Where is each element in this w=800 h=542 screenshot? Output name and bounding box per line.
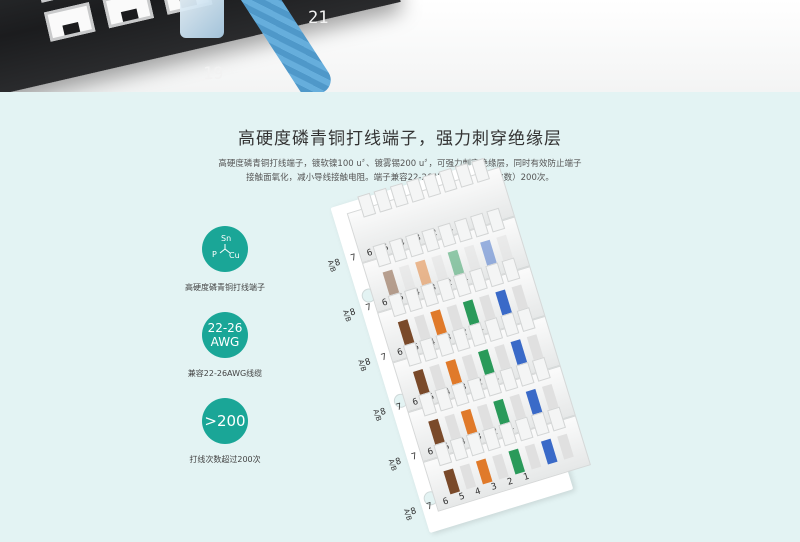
- wire: [542, 383, 559, 410]
- wire: [429, 364, 446, 390]
- wire: [447, 249, 465, 276]
- awg-icon: 22-26 AWG: [202, 312, 248, 358]
- wire: [524, 443, 542, 470]
- wire: [492, 453, 509, 480]
- idc-contact: [471, 157, 490, 183]
- wire: [461, 354, 479, 380]
- section-description: 接触面氧化，减小导线接触电阻。端子兼容22-26AWG线缆，打线次数）200次。: [246, 173, 554, 183]
- wire: [446, 304, 464, 331]
- wire: [478, 349, 495, 376]
- element-cu: Cu: [229, 251, 240, 260]
- wire: [463, 244, 481, 271]
- wire: [495, 289, 512, 316]
- wire: [413, 369, 430, 395]
- wire: [462, 299, 480, 326]
- wire: [540, 438, 558, 465]
- wire: [431, 254, 448, 281]
- wire: [382, 269, 400, 296]
- wire: [414, 314, 431, 341]
- wire: [479, 294, 496, 321]
- awg-badge: 22-26 AWG: [207, 320, 243, 349]
- wire: [557, 433, 574, 460]
- element-sn: Sn: [221, 234, 232, 243]
- wire: [509, 393, 527, 420]
- rj45-port: [102, 0, 154, 29]
- wire: [430, 309, 447, 336]
- product-photo-banner: 19 21: [0, 0, 800, 92]
- wire: [475, 458, 493, 485]
- wire: [476, 403, 494, 430]
- wire: [459, 463, 477, 490]
- feature-material: Sn P Cu 高硬度磷青铜打线端子: [170, 226, 280, 293]
- rj45-plug: [180, 0, 224, 38]
- wire: [428, 418, 445, 445]
- port-number: 19: [203, 64, 224, 84]
- wire: [444, 413, 462, 440]
- wire: [460, 408, 478, 435]
- feature-label: 高硬度磷青铜打线端子: [185, 283, 265, 292]
- feature-count: >200 打线次数超过200次: [170, 398, 280, 465]
- wire: [415, 259, 432, 286]
- wire: [480, 239, 497, 266]
- port-number: 21: [308, 8, 329, 28]
- wire: [496, 234, 513, 261]
- wire: [397, 319, 415, 346]
- wire: [494, 344, 511, 371]
- element-p: P: [212, 250, 217, 259]
- wire: [445, 359, 463, 385]
- wire: [398, 264, 416, 291]
- count-badge: >200: [204, 412, 246, 430]
- feature-awg: 22-26 AWG 兼容22-26AWG线缆: [170, 312, 280, 379]
- wire: [510, 339, 528, 366]
- wire: [526, 334, 544, 361]
- wire: [525, 388, 543, 415]
- sn-p-cu-element-icon: Sn P Cu: [202, 226, 248, 272]
- feature-label: 兼容22-26AWG线缆: [187, 369, 263, 378]
- wire: [511, 284, 529, 311]
- wire: [443, 468, 460, 495]
- wire: [508, 448, 526, 475]
- feature-label: 打线次数超过200次: [189, 455, 261, 464]
- section-title: 高硬度磷青铜打线端子，强力刺穿绝缘层: [238, 129, 562, 149]
- count-icon: >200: [202, 398, 248, 444]
- wire: [493, 398, 510, 425]
- rj45-port: [34, 0, 87, 3]
- section-description: 高硬度磷青铜打线端子，镀软镍100 u〞、镀雾锡200 u〞，可强力刺穿绝缘层，…: [218, 159, 582, 169]
- rj45-port: [43, 2, 96, 42]
